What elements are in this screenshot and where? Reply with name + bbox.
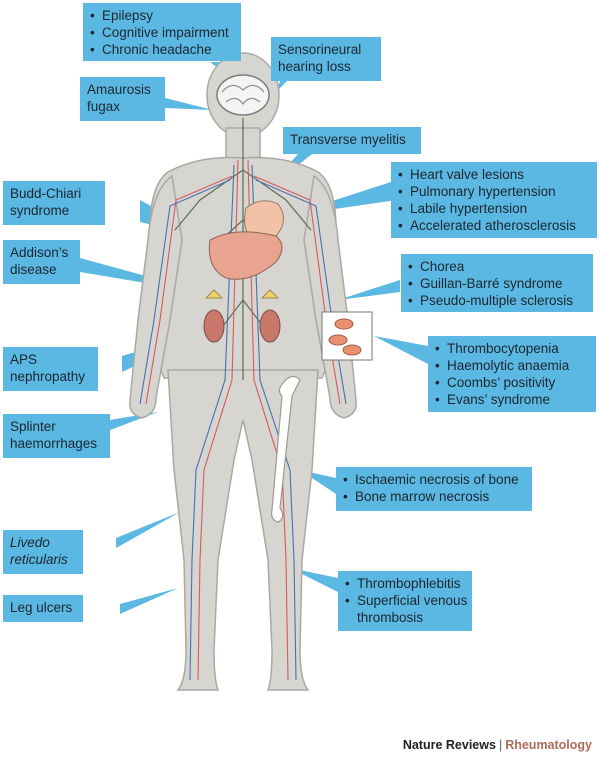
label-budd-chiari: Budd-Chiari (10, 186, 82, 201)
label-nephropathy: nephropathy (10, 369, 86, 384)
label-reticularis: reticularis (10, 552, 68, 567)
label-thrombophlebitis: Thrombophlebitis (345, 575, 465, 592)
label-guillain-barre: Guillan-Barré syndrome (408, 275, 586, 292)
label-disease: disease (10, 262, 57, 277)
label-haemorrhages: haemorrhages (10, 436, 98, 451)
label-livedo: Livedo (10, 535, 50, 550)
label-bone-marrow-necrosis: Bone marrow necrosis (343, 488, 525, 505)
callout-blood: Thrombocytopenia Haemolytic anaemia Coom… (428, 336, 596, 412)
label-ischaemic-necrosis: Ischaemic necrosis of bone (343, 471, 525, 488)
label-superficial-venous: Superficial venous (345, 592, 467, 609)
label-chorea: Chorea (408, 258, 586, 275)
journal-name: Nature Reviews (402, 738, 496, 752)
label-sensorineural: Sensorineural (278, 42, 362, 57)
blood-vessels (139, 159, 347, 681)
label-thrombocytopenia: Thrombocytopenia (435, 340, 589, 357)
liver-icon (208, 231, 283, 280)
label-thrombosis: thrombosis (357, 610, 424, 625)
label-coombs-positivity: Coombs’ positivity (435, 374, 589, 391)
callout-thrombo: Thrombophlebitis Superficial venous thro… (338, 571, 472, 631)
label-labile-hypertension: Labile hypertension (398, 200, 590, 217)
label-epilepsy: Epilepsy (90, 7, 234, 24)
label-pulmonary-hypertension: Pulmonary hypertension (398, 183, 590, 200)
kidney-icon (259, 309, 281, 343)
adrenal-gland-icon (204, 289, 224, 299)
label-fugax: fugax (87, 99, 121, 114)
callout-bone: Ischaemic necrosis of bone Bone marrow n… (336, 467, 532, 511)
label-addisons: Addison’s (10, 245, 69, 260)
callout-amaurosis: Amaurosis fugax (80, 77, 165, 121)
callout-neuro: Chorea Guillan-Barré syndrome Pseudo-mul… (401, 254, 593, 312)
credit-separator: | (498, 738, 503, 752)
label-amaurosis: Amaurosis (87, 82, 151, 97)
left-arm (129, 174, 183, 419)
label-syndrome: syndrome (10, 203, 70, 218)
brain-icon (216, 74, 270, 116)
kidney-icon (203, 309, 225, 343)
label-hearing-loss: hearing loss (278, 59, 351, 74)
callout-aps: APS nephropathy (3, 347, 98, 391)
label-heart-valve-lesions: Heart valve lesions (398, 166, 590, 183)
callout-hearing: Sensorineural hearing loss (271, 37, 381, 81)
label-accelerated-atherosclerosis: Accelerated atherosclerosis (398, 217, 590, 234)
callout-myelitis: Transverse myelitis (283, 127, 421, 154)
journal-credit: Nature Reviews|Rheumatology (403, 738, 592, 752)
label-leg-ulcers: Leg ulcers (10, 600, 73, 615)
callout-budd-chiari: Budd-Chiari syndrome (3, 181, 105, 225)
label-haemolytic-anaemia: Haemolytic anaemia (435, 357, 589, 374)
label-chronic-headache: Chronic headache (90, 41, 234, 58)
journal-section: Rheumatology (505, 738, 592, 752)
label-evans-syndrome: Evans’ syndrome (435, 391, 589, 408)
label-transverse-myelitis: Transverse myelitis (290, 132, 406, 147)
callout-addison: Addison’s disease (3, 240, 80, 284)
label-pseudo-multiple-sclerosis: Pseudo-multiple sclerosis (408, 292, 586, 309)
adrenal-gland-icon (260, 289, 280, 299)
bone-icon (271, 375, 301, 523)
label-aps: APS (10, 352, 38, 367)
blood-cells-inset (321, 311, 373, 361)
callout-splinter: Splinter haemorrhages (3, 414, 110, 458)
callout-livedo: Livedo reticularis (3, 530, 83, 574)
callout-brain: Epilepsy Cognitive impairment Chronic he… (83, 3, 241, 61)
callout-leg-ulcers: Leg ulcers (3, 595, 83, 622)
callout-heart: Heart valve lesions Pulmonary hypertensi… (391, 162, 597, 238)
label-splinter: Splinter (10, 419, 56, 434)
label-cognitive-impairment: Cognitive impairment (90, 24, 234, 41)
